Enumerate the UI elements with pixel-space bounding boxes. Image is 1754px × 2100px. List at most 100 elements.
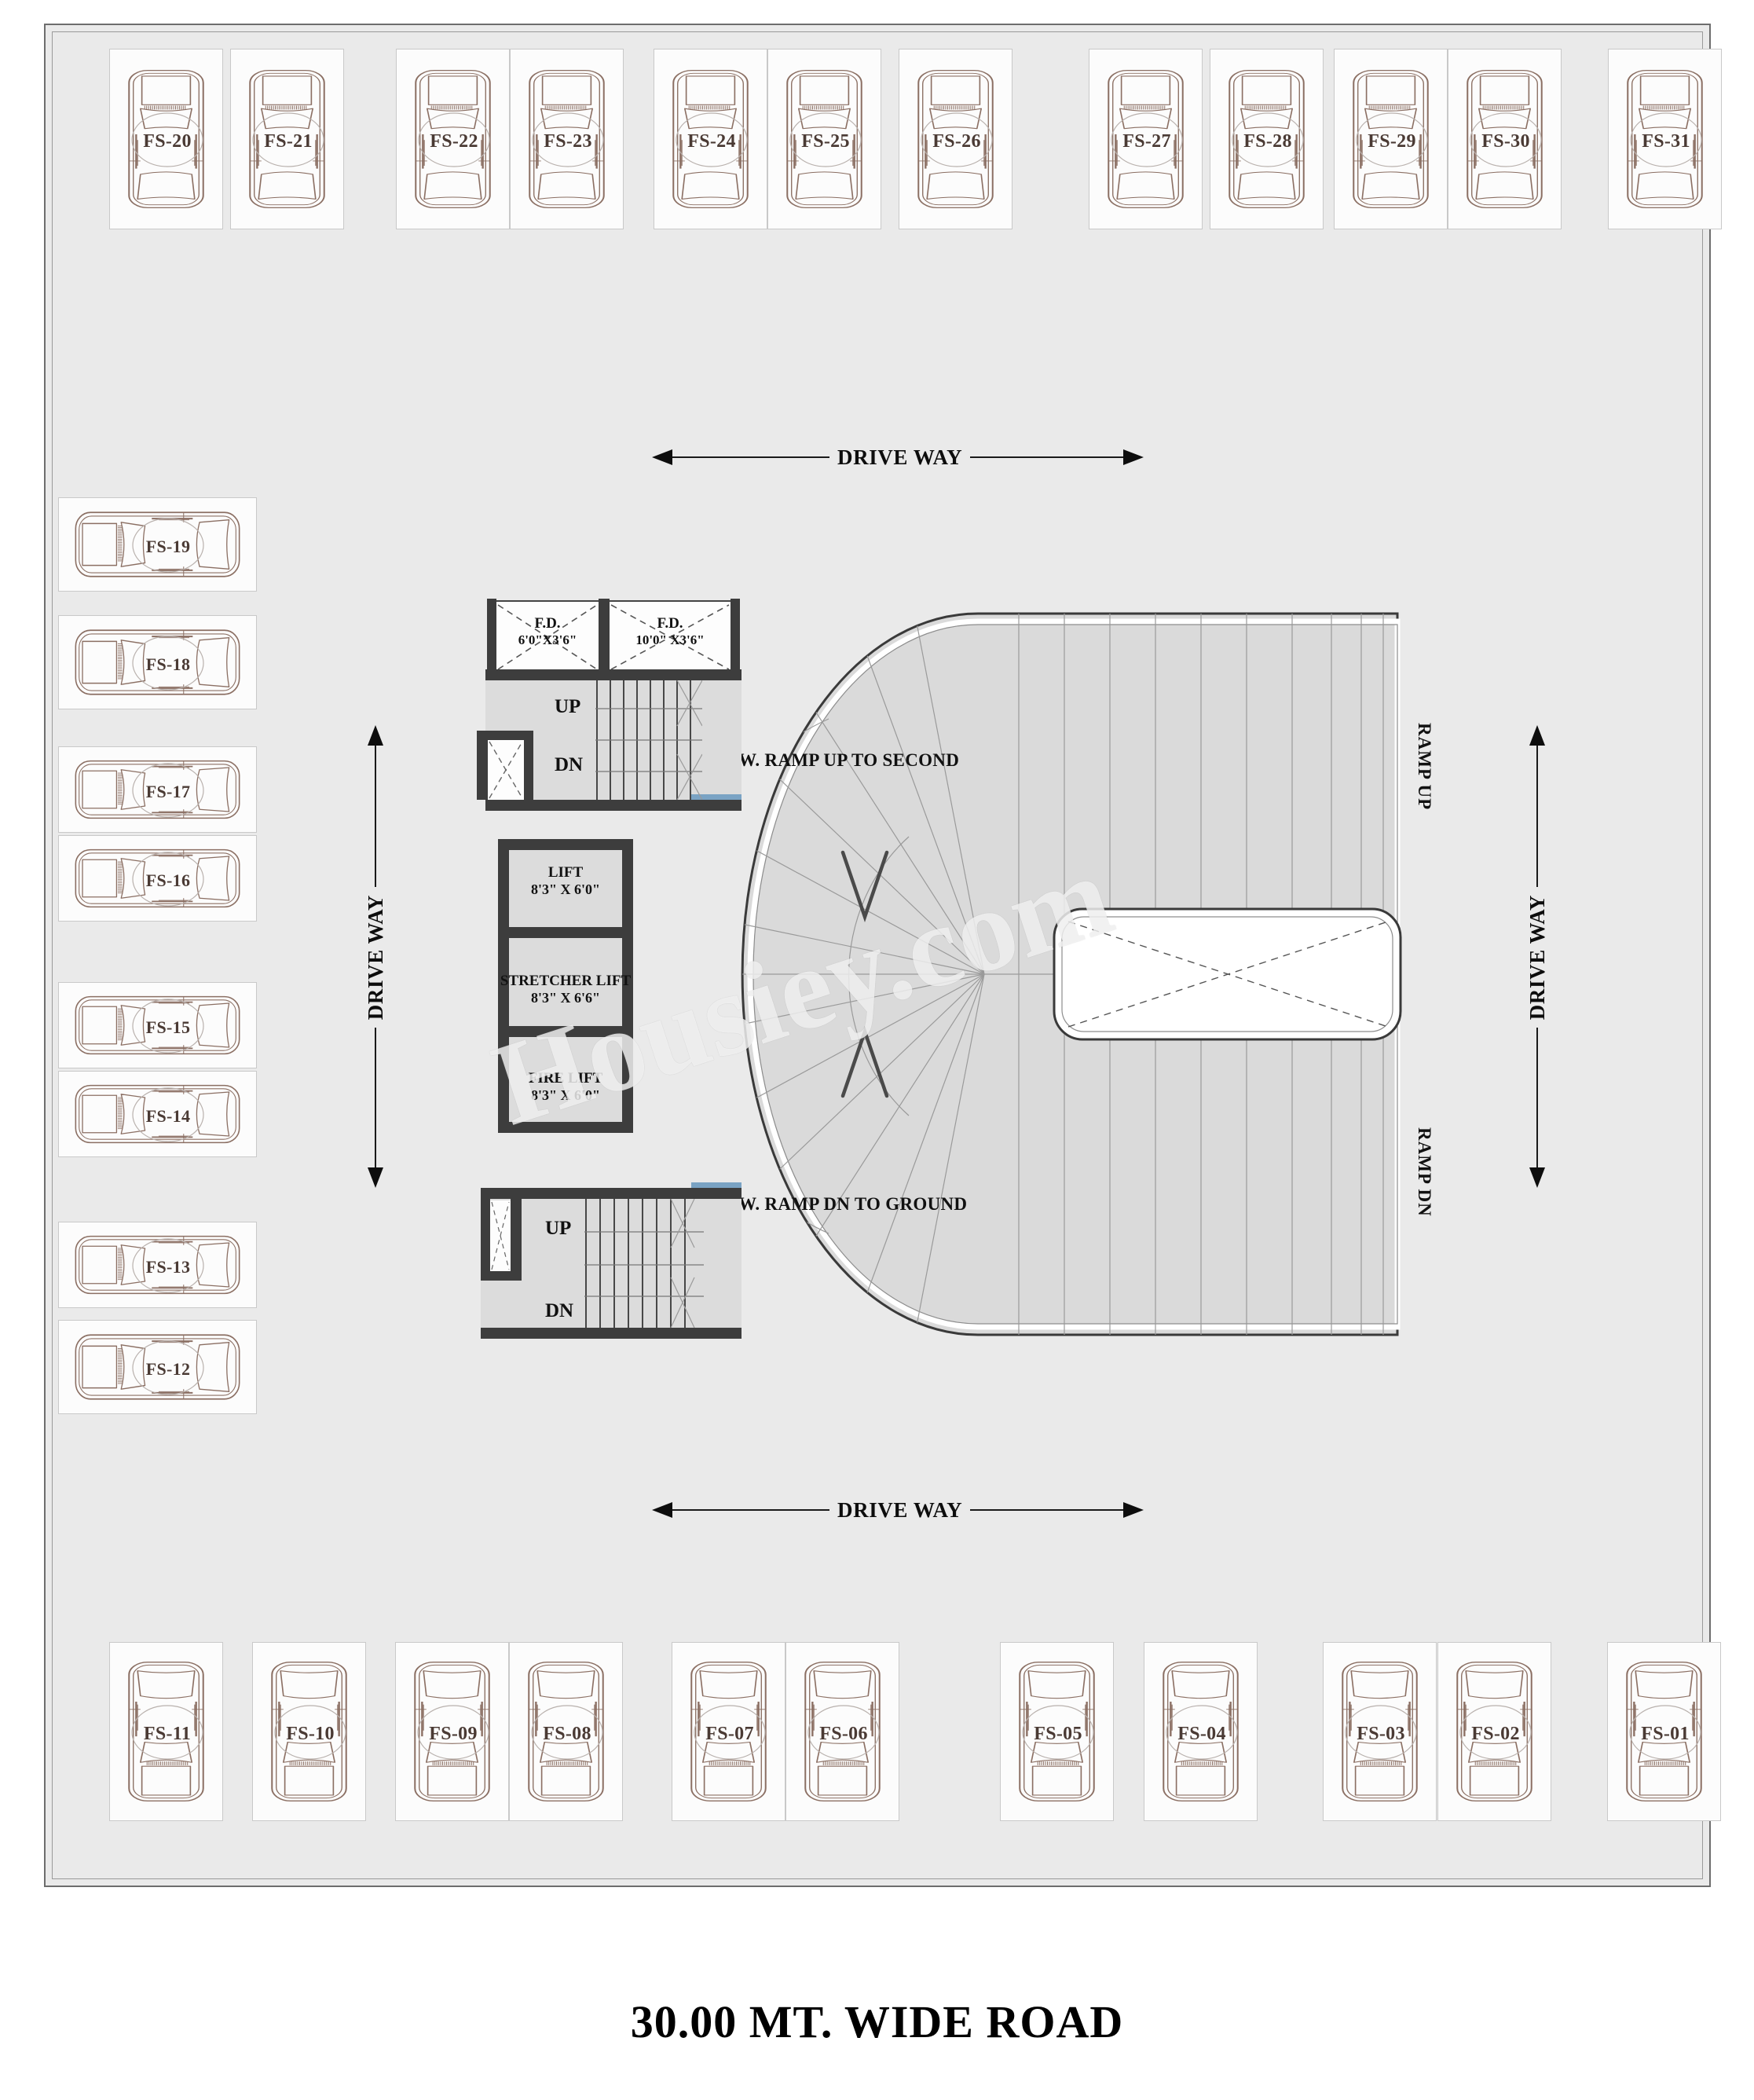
svg-text:FS-17: FS-17 (145, 782, 190, 801)
car-icon (397, 49, 509, 229)
parking-bay-fs-01[interactable]: FS-01 (1607, 1642, 1721, 1821)
parking-bay-label: FS-21 (251, 112, 325, 172)
parking-bay-label: FS-08 (530, 1704, 604, 1765)
arrow-left-icon (652, 1502, 672, 1518)
car-icon (59, 616, 256, 709)
stair-hall-lower (481, 1199, 742, 1328)
parking-bay-label: FS-07 (693, 1704, 767, 1765)
parking-bay-fs-27[interactable]: FS-27 (1089, 49, 1203, 229)
ramp-island (1053, 907, 1402, 1041)
svg-text:FS-01: FS-01 (1641, 1724, 1690, 1744)
driveway-right: DRIVE WAY (1521, 725, 1553, 1208)
arrow-left-icon (652, 449, 672, 465)
parking-bay-label: FS-26 (920, 112, 994, 172)
svg-text:FS-30: FS-30 (1481, 131, 1530, 152)
arrow-right-icon (1123, 449, 1144, 465)
lift-1-name: LIFT (547, 864, 584, 881)
wall (622, 839, 633, 938)
lift-2-name: STRETCHER LIFT (500, 973, 632, 989)
parking-bay-fs-18[interactable]: FS-18 (58, 615, 257, 709)
parking-bay-fs-20[interactable]: FS-20 (109, 49, 223, 229)
parking-bay-fs-08[interactable]: FS-08 (509, 1642, 623, 1821)
car-icon (1144, 1643, 1257, 1820)
arrow-right-icon (1123, 1502, 1144, 1518)
lift-room-2 (509, 938, 622, 1026)
parking-bay-fs-29[interactable]: FS-29 (1334, 49, 1448, 229)
parking-bay-fs-30[interactable]: FS-30 (1448, 49, 1562, 229)
driveway-top-label: DRIVE WAY (837, 445, 963, 469)
car-icon (510, 1643, 622, 1820)
svg-text:FS-16: FS-16 (145, 870, 190, 890)
wall (481, 1199, 490, 1281)
fd-right-size: 10'0" X3'6" (635, 632, 705, 647)
arrow-down-icon (1529, 1167, 1545, 1189)
arrow-up-icon (1529, 725, 1545, 746)
wall (477, 731, 533, 740)
parking-bay-fs-05[interactable]: FS-05 (1000, 1642, 1114, 1821)
svg-text:FS-02: FS-02 (1471, 1724, 1520, 1744)
car-icon (654, 49, 767, 229)
stair-up-label-lower: UP (545, 1218, 572, 1239)
lift-room-1 (509, 850, 622, 927)
duct-cross-icon (610, 604, 730, 670)
parking-bay-label: FS-03 (1344, 1704, 1418, 1765)
ramp-assembly: 6.00 MT. W. RAMP UP TO SECOND 6.00 MT. W… (664, 609, 1402, 1340)
parking-bay-label: FS-28 (1231, 112, 1305, 172)
parking-bay-fs-10[interactable]: FS-10 (252, 1642, 366, 1821)
car-icon (59, 747, 256, 832)
parking-bay-fs-04[interactable]: FS-04 (1144, 1642, 1258, 1821)
wall (487, 599, 496, 671)
car-icon (511, 49, 623, 229)
parking-bay-fs-03[interactable]: FS-03 (1323, 1642, 1437, 1821)
wall (481, 1271, 522, 1281)
parking-bay-fs-15[interactable]: FS-15 (58, 982, 257, 1068)
parking-bay-fs-17[interactable]: FS-17 (58, 746, 257, 833)
parking-bay-fs-21[interactable]: FS-21 (230, 49, 344, 229)
svg-text:FS-24: FS-24 (687, 131, 736, 152)
svg-text:FS-14: FS-14 (145, 1106, 190, 1126)
parking-bay-fs-22[interactable]: FS-22 (396, 49, 510, 229)
parking-bay-fs-09[interactable]: FS-09 (395, 1642, 509, 1821)
wall (511, 1199, 522, 1281)
parking-bay-label: FS-12 (131, 1340, 205, 1400)
parking-bay-fs-31[interactable]: FS-31 (1608, 49, 1722, 229)
parking-bay-label: FS-19 (131, 517, 205, 577)
driveway-right-label: DRIVE WAY (1525, 895, 1549, 1021)
parking-bay-label: FS-02 (1459, 1704, 1532, 1765)
leader-line (672, 1509, 829, 1511)
svg-text:FS-04: FS-04 (1177, 1724, 1226, 1744)
parking-bay-fs-14[interactable]: FS-14 (58, 1071, 257, 1157)
leader-line (672, 456, 829, 458)
parking-bay-label: FS-14 (131, 1087, 205, 1147)
car-icon (110, 1643, 222, 1820)
wall (731, 599, 740, 671)
fd-room-right (610, 600, 731, 671)
car-icon (768, 49, 881, 229)
parking-bay-fs-07[interactable]: FS-07 (672, 1642, 785, 1821)
duct-cross-icon (489, 741, 523, 799)
parking-bay-fs-16[interactable]: FS-16 (58, 835, 257, 922)
parking-bay-fs-02[interactable]: FS-02 (1437, 1642, 1551, 1821)
small-duct (488, 740, 524, 800)
parking-bay-fs-11[interactable]: FS-11 (109, 1642, 223, 1821)
parking-bay-fs-13[interactable]: FS-13 (58, 1222, 257, 1308)
parking-bay-label: FS-31 (1629, 112, 1703, 172)
parking-bay-fs-06[interactable]: FS-06 (785, 1642, 899, 1821)
car-icon (253, 1643, 365, 1820)
parking-bay-fs-26[interactable]: FS-26 (899, 49, 1012, 229)
parking-bay-fs-12[interactable]: FS-12 (58, 1320, 257, 1414)
wall (481, 1328, 742, 1339)
parking-bay-label: FS-27 (1110, 112, 1184, 172)
parking-bay-fs-28[interactable]: FS-28 (1210, 49, 1324, 229)
svg-text:FS-31: FS-31 (1642, 131, 1690, 152)
parking-bay-label: FS-10 (273, 1704, 347, 1765)
leader-line (375, 1028, 376, 1168)
svg-text:FS-28: FS-28 (1243, 131, 1292, 152)
parking-bay-fs-23[interactable]: FS-23 (510, 49, 624, 229)
parking-bay-fs-24[interactable]: FS-24 (654, 49, 767, 229)
car-icon (1089, 49, 1202, 229)
small-shaft (490, 1200, 511, 1271)
parking-bay-fs-25[interactable]: FS-25 (767, 49, 881, 229)
wall (524, 731, 533, 800)
parking-bay-fs-19[interactable]: FS-19 (58, 497, 257, 592)
